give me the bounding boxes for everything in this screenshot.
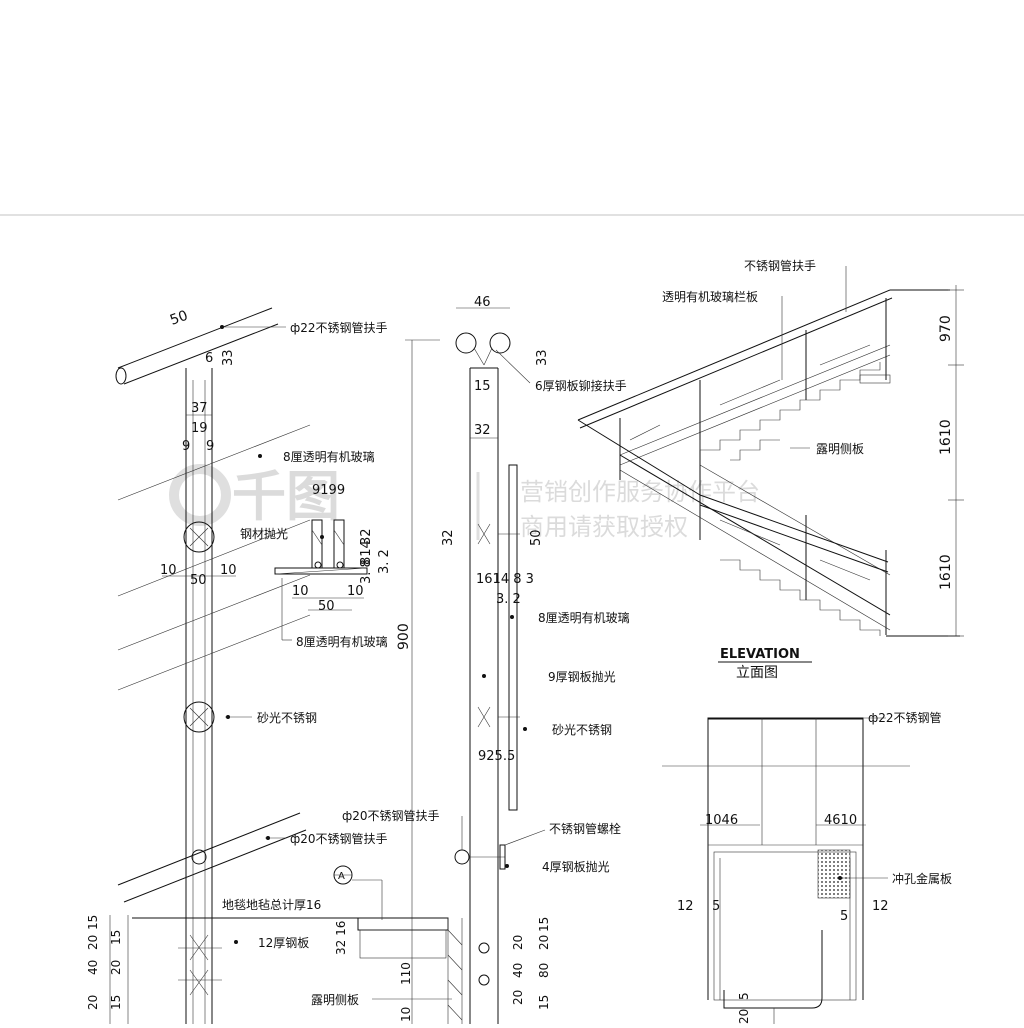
dim-3-8: 3. 8 [359,559,374,584]
dim-970: 970 [938,315,954,342]
dim-32-side: 32 [441,529,456,546]
label-carpet: 地毯地毡总计厚16 [222,898,321,912]
left-post-detail [109,307,400,1024]
label-ss-handrail-top: 不锈钢管扶手 [744,258,816,273]
dim-50-det: 50 [318,599,335,614]
watermark-logo-icon [169,464,231,526]
svg-text:20: 20 [86,935,100,950]
label-plate-4: 4厚钢板抛光 [542,859,610,874]
watermark: 千图 营销创作服务协作平台 商用请获取授权 [169,464,760,541]
dim-19: 19 [191,421,208,436]
label-steel-polish: 钢材抛光 [240,526,288,541]
svg-text:20: 20 [511,990,525,1005]
elevation-title-en: ELEVATION [720,647,800,662]
dim-3-2-mid: 3. 2 [496,592,521,607]
dim-925: 925.5 [478,749,515,764]
dim-1610-b: 1610 [938,554,954,590]
svg-text:15: 15 [109,995,123,1010]
dim-10-det-2: 10 [347,584,364,599]
dim-50-side: 50 [529,529,544,546]
label-handrail-20-left: ф20不锈钢管扶手 [290,831,388,846]
middle-annotations: 46 33 15 32 32 50 1614 8 3 3. 2 925.5 6厚… [222,295,630,1022]
dim-9199: 9199 [312,483,345,498]
staircase-elevation: 970 1610 1610 不锈钢管扶手 透明有机玻璃栏板 露明侧板 ELEVA… [577,258,964,681]
label-plate-9: 9厚钢板抛光 [548,669,616,684]
watermark-line1: 营销创作服务协作平台 [520,478,760,506]
dim-6: 6 [205,351,213,366]
svg-text:20: 20 [109,960,123,975]
dim-33-mid: 33 [535,349,550,366]
mid-dim-stack: 15 20 20 40 80 20 15 [511,917,551,1010]
dim-12-a: 12 [677,899,694,914]
dim-4610: 4610 [824,813,857,828]
label-sanded-ss-2: 砂光不锈钢 [552,723,612,737]
dim-50-left: 50 [190,573,207,588]
dim-3-2-det: 3. 2 [377,549,392,574]
svg-text:15: 15 [537,917,551,932]
section-mark: A [338,871,345,882]
dim-15-mid: 15 [474,379,491,394]
dim-900-line: 900 [396,339,440,1024]
middle-post-detail [333,332,520,1024]
svg-text:40: 40 [511,963,525,978]
dim-9a: 9 [182,439,190,454]
svg-text:20: 20 [511,935,525,950]
label-sanded-ss: 砂光不锈钢 [257,711,317,725]
svg-text:20: 20 [86,995,100,1010]
left-annotations: 50 6 33 37 19 9 9 10 50 10 ф22不锈钢管扶手 8厘透… [86,308,388,1010]
label-pipe-22: ф22不锈钢管 [868,710,942,725]
label-perforated: 冲孔金属板 [892,871,952,886]
dim-37: 37 [191,401,208,416]
dim-33-left: 33 [221,349,236,366]
svg-text:15: 15 [109,930,123,945]
dim-1046: 1046 [705,813,738,828]
bottom-section-detail: ф22不锈钢管 冲孔金属板 1046 4610 12 5 5 12 5 20 [662,710,952,1024]
dim-5-c: 5 [737,992,751,1000]
label-acrylic-8-c: 8厘透明有机玻璃 [538,611,630,625]
label-plate-12: 12厚钢板 [258,936,309,950]
svg-text:15: 15 [86,915,100,930]
left-dim-stack: 15 20 15 40 20 20 15 [86,915,123,1010]
dim-32-det: 32 [359,528,374,545]
dim-9b: 9 [206,439,214,454]
label-exposed-side-right: 露明侧板 [816,442,864,456]
dim-10-bot: 10 [399,1007,413,1022]
dim-12-b: 12 [872,899,889,914]
label-acrylic-8-b: 8厘透明有机玻璃 [296,635,388,649]
dim-10-left-1: 10 [160,563,177,578]
dim-10-left-2: 10 [220,563,237,578]
svg-text:20: 20 [537,935,551,950]
dim-46: 46 [474,295,491,310]
label-plate-6: 6厚钢板铆接扶手 [535,378,627,393]
dim-10-det-1: 10 [292,584,309,599]
dim-110: 110 [399,962,413,985]
svg-text:80: 80 [537,963,551,978]
svg-text:15: 15 [537,995,551,1010]
elevation-title-cn: 立面图 [736,665,778,681]
dim-900: 900 [396,623,412,650]
clamp-plate-detail: 9199 32 814 3. 2 3. 8 10 10 50 钢材抛光 8厘透明… [240,483,392,649]
label-acrylic-8-a: 8厘透明有机玻璃 [283,450,375,464]
dim-814: 814 [359,540,374,565]
dim-1610-a: 1610 [938,419,954,455]
label-ss-bolt: 不锈钢管螺栓 [549,821,621,836]
dim-50-top: 50 [168,308,190,329]
dim-32-16: 32 16 [334,921,348,955]
dim-161483: 1614 8 3 [476,572,534,587]
label-handrail-22: ф22不锈钢管扶手 [290,320,388,335]
watermark-logo: 千图 [232,465,340,528]
label-exposed-side-left: 露明侧板 [311,993,359,1007]
watermark-line2: 商用请获取授权 [520,513,688,541]
dim-5-a: 5 [712,899,720,914]
dim-20-c: 20 [737,1009,751,1024]
label-handrail-20-mid: ф20不锈钢管扶手 [342,808,440,823]
label-acrylic-panel: 透明有机玻璃栏板 [662,289,758,304]
svg-text:40: 40 [86,960,100,975]
dim-32-mid: 32 [474,423,491,438]
dim-5-b: 5 [840,909,848,924]
